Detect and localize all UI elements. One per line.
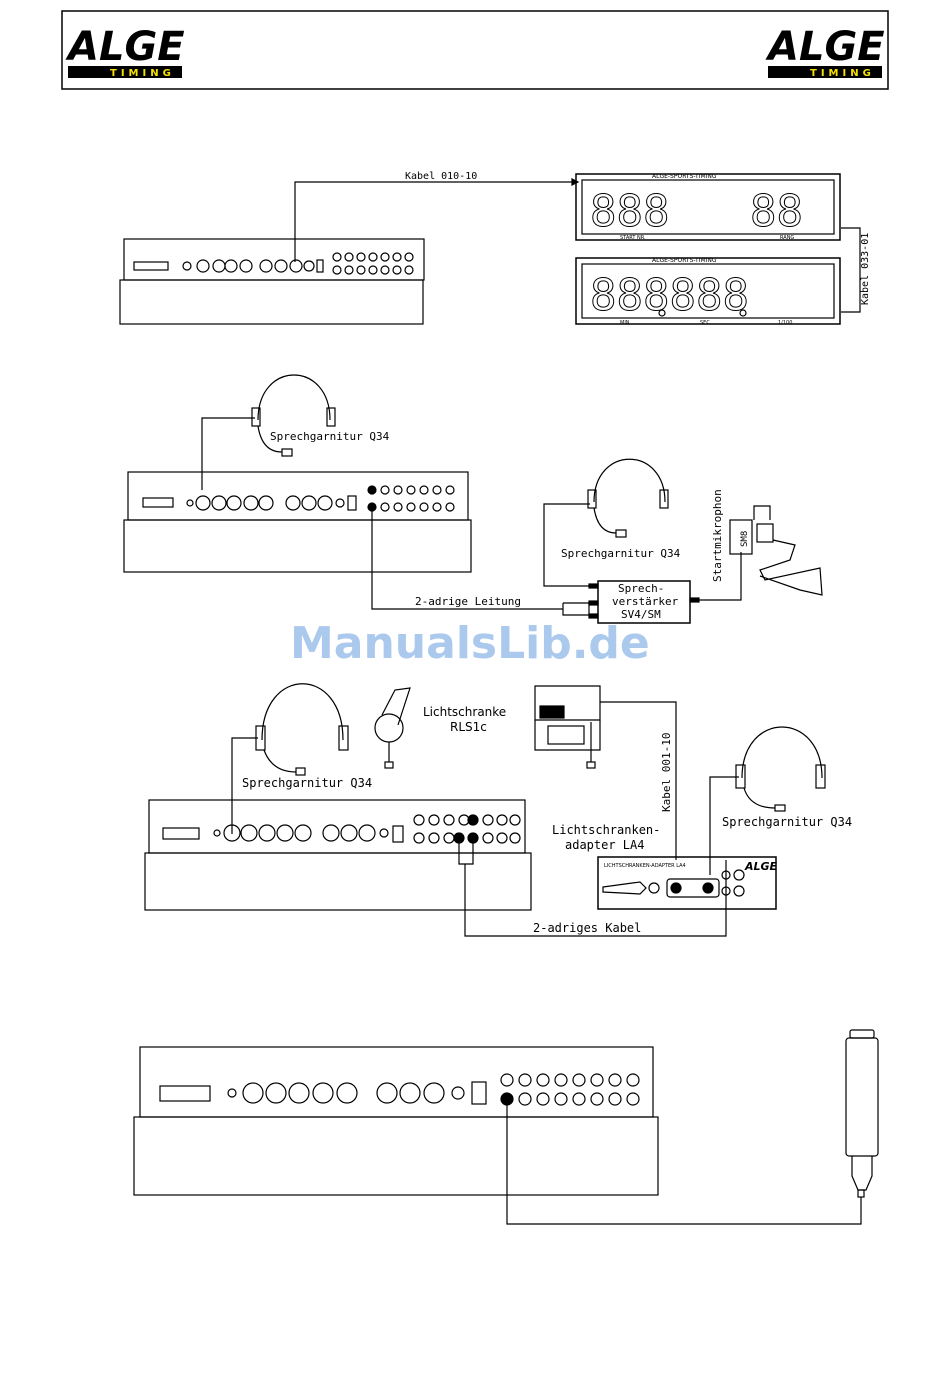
timer-device-1 <box>119 238 425 325</box>
headset-icon-4 <box>735 726 826 812</box>
svg-text:88: 88 <box>750 186 803 237</box>
board-top-label-left: START NR. <box>620 235 646 241</box>
cable-label-010-10: Kabel 010-10 <box>405 171 477 182</box>
page-header: ALGE TIMING ALGE TIMING <box>61 10 889 90</box>
adapter-label-2: adapter LA4 <box>565 838 644 852</box>
adapter-la4: LICHTSCHRANKEN-ADAPTER LA4 ALGE <box>597 856 778 910</box>
photocell-label-1: Lichtschranke <box>423 705 506 719</box>
diagram-2-start-mic: Sprechgarnitur Q34 2-adrige Leitung <box>123 374 823 624</box>
alge-logo-right: ALGE TIMING <box>765 24 885 79</box>
scoreboard-top: ALGE-SPORTS-TIMING 888 88 START NR. RANG <box>575 173 841 241</box>
amplifier-sv4: Sprech- verstärker SV4/SM <box>588 580 700 624</box>
board-bottom-label-frac: 1/100 <box>778 320 792 326</box>
board-top-label-right: RANG <box>780 235 794 241</box>
amplifier-label-3: SV4/SM <box>621 608 661 621</box>
headset-label-2: Sprechgarnitur Q34 <box>561 547 681 560</box>
photocell-rls1c-icon <box>374 687 411 769</box>
amplifier-label-1: Sprech- <box>618 582 664 595</box>
wire-label-2: 2-adrige Leitung <box>415 595 521 608</box>
board-top-digits: 888 88 <box>590 186 804 238</box>
mic-model-label: SM8 <box>740 531 750 547</box>
logo-right-text: ALGE <box>765 24 885 70</box>
adapter-logo: ALGE <box>744 860 778 873</box>
headset-label-3: Sprechgarnitur Q34 <box>242 776 372 790</box>
timer-device-4 <box>133 1046 659 1196</box>
mic-label: Startmikrophon <box>711 489 724 582</box>
diagram-3-photocell: Sprechgarnitur Q34 Lichtschranke RLS1c K… <box>144 683 852 937</box>
headset-label-1: Sprechgarnitur Q34 <box>270 430 390 443</box>
headset-icon-3 <box>255 683 349 776</box>
port-row-1 <box>332 252 414 275</box>
headset-icon-2 <box>587 458 669 538</box>
logo-left-text: ALGE <box>65 24 185 70</box>
adapter-cable-label: Kabel 001-10 <box>660 733 673 812</box>
cable-010-10 <box>294 181 578 262</box>
logo-left-sub: TIMING <box>110 68 175 79</box>
board-top-title: ALGE-SPORTS-TIMING <box>652 173 717 180</box>
handheld-push-button-icon <box>845 1029 879 1198</box>
wire-label-3: 2-adriges Kabel <box>533 921 641 935</box>
photocell-label-2: RLS1c <box>450 720 487 734</box>
cable-033-01 <box>841 227 861 313</box>
photocell-device-icon <box>534 685 601 769</box>
scoreboard-bottom: ALGE-SPORTS-TIMING 888888 MIN SEC. 1/100 <box>575 257 841 326</box>
logo-right-sub: TIMING <box>810 68 875 79</box>
adapter-panel-title: LICHTSCHRANKEN-ADAPTER LA4 <box>604 863 686 869</box>
timer-device-3 <box>144 799 532 911</box>
timer-device-2 <box>123 471 472 573</box>
board-bottom-label-min: MIN <box>620 320 630 326</box>
diagram-1-scoreboard: Kabel 010-10 ALGE-SPORTS-TIMING 888 88 S… <box>119 171 871 326</box>
headset-icon <box>251 374 336 457</box>
watermark-text: ManualsLib.de <box>290 618 650 669</box>
alge-logo-left: ALGE TIMING <box>65 24 185 79</box>
amplifier-label-2: verstärker <box>612 595 679 608</box>
diagram-4-handheld <box>133 1029 879 1225</box>
headset-label-4: Sprechgarnitur Q34 <box>722 815 852 829</box>
start-microphone-icon: SM8 <box>729 505 823 596</box>
adapter-label-1: Lichtschranken- <box>552 823 660 837</box>
side-cable-label: Kabel 033-01 <box>860 233 871 305</box>
board-bottom-label-sec: SEC. <box>700 320 712 326</box>
svg-text:888: 888 <box>590 186 669 237</box>
svg-text:888888: 888888 <box>590 270 749 321</box>
board-bottom-title: ALGE-SPORTS-TIMING <box>652 257 717 264</box>
